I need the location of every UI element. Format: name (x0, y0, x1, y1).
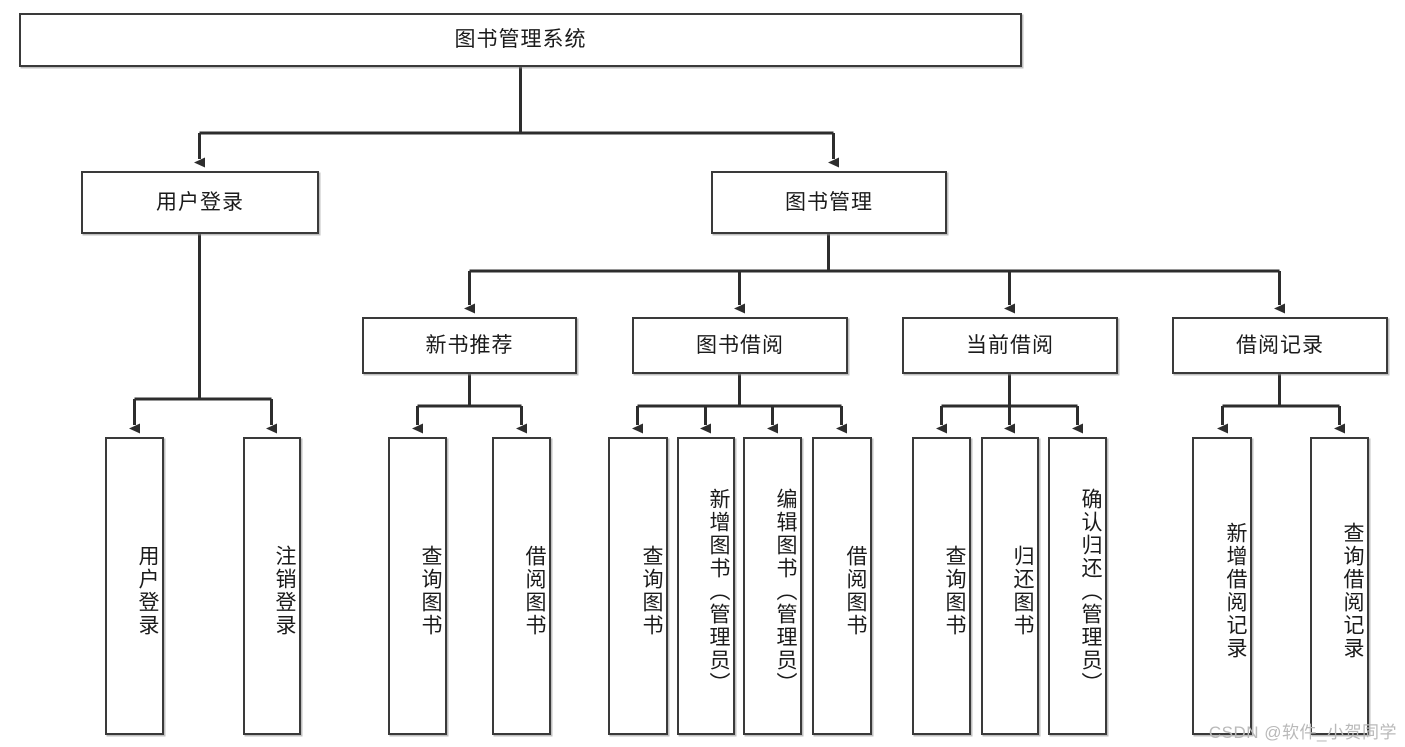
node-label: 查询图书 (943, 545, 966, 637)
node-leaf-user-login[interactable]: 用户登录 (105, 437, 164, 735)
node-label: 借阅图书 (844, 545, 867, 637)
node-leaf-borrow-book-2[interactable]: 借阅图书 (812, 437, 872, 735)
node-label: 借阅记录 (1236, 333, 1324, 357)
node-label: 注销登录 (273, 545, 296, 637)
node-leaf-logout-login[interactable]: 注销登录 (243, 437, 301, 735)
node-leaf-add-record[interactable]: 新增借阅记录 (1192, 437, 1252, 735)
node-label: 确认归还（管理员） (1079, 487, 1102, 695)
node-borrow-record[interactable]: 借阅记录 (1172, 317, 1388, 374)
node-root-system[interactable]: 图书管理系统 (19, 13, 1022, 67)
node-leaf-confirm-return[interactable]: 确认归还（管理员） (1048, 437, 1107, 735)
node-label: 查询图书 (640, 545, 663, 637)
node-label: 编辑图书（管理员） (774, 487, 797, 695)
node-label: 图书管理 (785, 190, 873, 214)
node-leaf-query-record[interactable]: 查询借阅记录 (1310, 437, 1369, 735)
node-label: 查询图书 (419, 545, 442, 637)
node-label: 归还图书 (1011, 545, 1034, 637)
node-current-borrow[interactable]: 当前借阅 (902, 317, 1118, 374)
node-new-book-rec[interactable]: 新书推荐 (362, 317, 577, 374)
watermark-credit: CSDN @软件_小贺同学 (1208, 723, 1397, 742)
node-label: 新增图书（管理员） (707, 487, 730, 695)
node-user-login[interactable]: 用户登录 (81, 171, 319, 234)
node-label: 新增借阅记录 (1224, 522, 1247, 660)
node-label: 新书推荐 (425, 333, 514, 357)
node-book-manage[interactable]: 图书管理 (711, 171, 947, 234)
node-leaf-return-book[interactable]: 归还图书 (981, 437, 1039, 735)
node-label: 借阅图书 (523, 545, 546, 637)
node-leaf-query-book-3[interactable]: 查询图书 (912, 437, 971, 735)
node-leaf-borrow-book-1[interactable]: 借阅图书 (492, 437, 551, 735)
node-label: 当前借阅 (966, 333, 1054, 357)
node-book-borrow[interactable]: 图书借阅 (632, 317, 848, 374)
node-leaf-query-book-2[interactable]: 查询图书 (608, 437, 668, 735)
node-label: 查询借阅记录 (1341, 522, 1364, 660)
node-leaf-query-book-1[interactable]: 查询图书 (388, 437, 447, 735)
node-label: 图书管理系统 (454, 28, 587, 52)
node-leaf-add-book[interactable]: 新增图书（管理员） (677, 437, 735, 735)
node-label: 图书借阅 (696, 333, 784, 357)
node-label: 用户登录 (136, 545, 159, 637)
node-leaf-edit-book[interactable]: 编辑图书（管理员） (743, 437, 802, 735)
node-label: 用户登录 (156, 190, 244, 214)
